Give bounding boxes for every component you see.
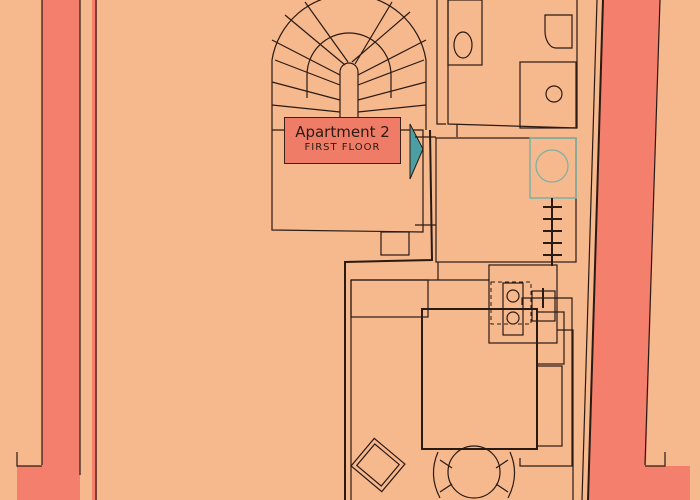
left-wall xyxy=(16,0,97,500)
bed-icon xyxy=(421,297,573,467)
direction-arrow-icon xyxy=(409,123,424,180)
bathroom xyxy=(436,0,578,137)
washing-machine-icon xyxy=(535,149,569,183)
floor-subtitle: FIRST FLOOR xyxy=(304,142,381,153)
utility-room xyxy=(344,129,577,500)
apartment-title: Apartment 2 xyxy=(295,123,390,141)
apartment-label: Apartment 2 FIRST FLOOR xyxy=(284,117,401,164)
spiral-staircase-icon xyxy=(271,0,427,256)
toilet-icon xyxy=(544,14,573,49)
right-wall xyxy=(581,0,690,500)
sink-icon xyxy=(453,31,473,59)
dining-table-icon xyxy=(432,445,516,499)
armchair-icon xyxy=(350,437,406,493)
sink-icon xyxy=(545,85,563,103)
bedroom-living xyxy=(350,262,574,500)
radiator-icon xyxy=(543,198,562,266)
